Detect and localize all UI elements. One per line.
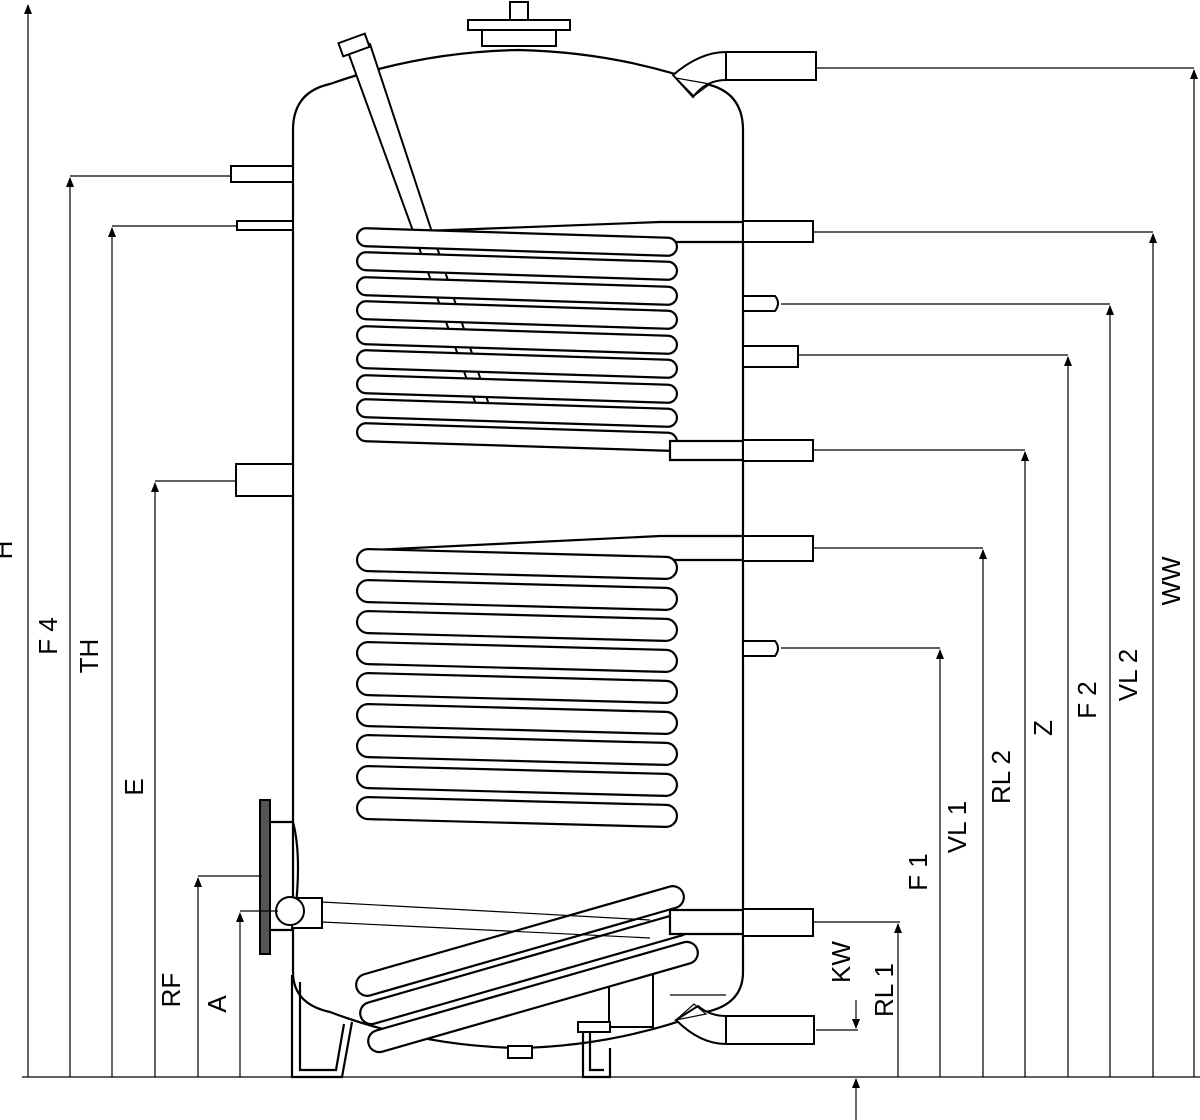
left-connections <box>230 165 651 955</box>
dimension-label-f1: F 1 <box>903 853 933 891</box>
dimension-label-vl2: VL 2 <box>1113 649 1143 702</box>
dimension-label-rf: RF <box>156 973 186 1008</box>
dimension-lines <box>24 4 1198 1120</box>
dimension-label-kw: KW <box>826 941 856 983</box>
dimension-label-z: Z <box>1028 720 1058 736</box>
dimension-label-e: E <box>119 778 149 795</box>
dimension-label-h: H <box>0 541 18 560</box>
upper-coil <box>355 220 745 462</box>
dimension-label-rl2: RL 2 <box>986 750 1016 804</box>
lower-coil <box>355 534 745 1054</box>
dimension-label-a: A <box>202 995 232 1013</box>
top-flange <box>467 1 571 47</box>
dimension-label-rl1: RL 1 <box>869 963 899 1017</box>
dimension-labels: H F 4 TH E RF A F 1 VL 1 RL 2 Z F 2 VL 2 WW KW RL 1 <box>0 541 1186 1017</box>
dimension-label-th: TH <box>74 639 104 674</box>
dimension-label-vl1: VL 1 <box>942 801 972 854</box>
dimension-label-f4: F 4 <box>33 617 63 655</box>
drain-stub <box>507 1045 533 1059</box>
dimension-label-f2: F 2 <box>1072 681 1102 719</box>
dimension-label-ww: WW <box>1156 556 1186 606</box>
right-connections <box>670 50 817 1046</box>
